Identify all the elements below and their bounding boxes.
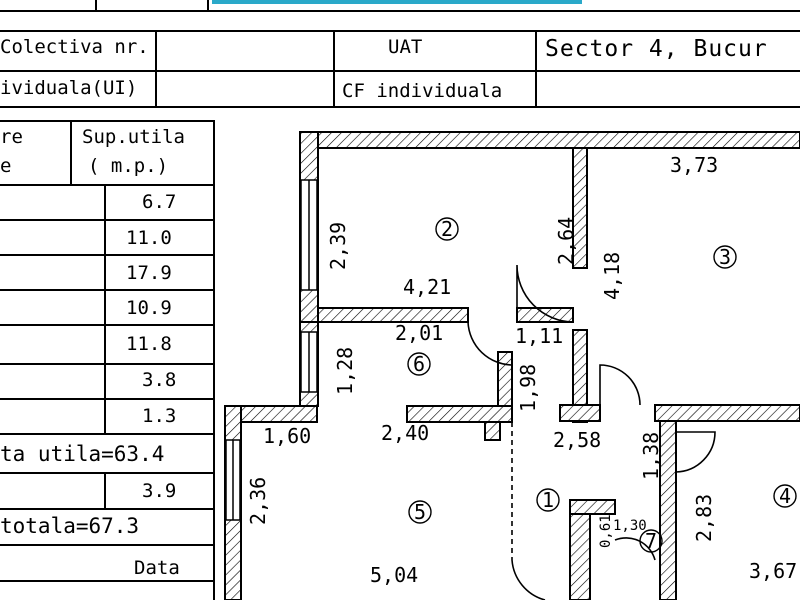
colectiva-label: Colectiva nr. — [0, 36, 149, 58]
uat-label: UAT — [388, 36, 423, 58]
table-value: 11.8 — [126, 333, 172, 355]
dimensions: 4,21 2,39 2,64 3,73 4,18 1,11 2,01 1,28 … — [246, 153, 797, 587]
dim-r5-bottom: 5,04 — [370, 563, 418, 587]
table-value: 1.3 — [142, 405, 177, 427]
room-numbers: 2 3 6 5 1 4 7 — [407, 217, 797, 553]
area-table — [0, 120, 215, 600]
table-value: 11.0 — [126, 227, 172, 249]
window-marks — [225, 179, 318, 521]
table-value: 6.7 — [142, 191, 177, 213]
dim-r4-left: 2,83 — [692, 494, 716, 542]
col2-header-2: ( m.p.) — [88, 155, 169, 177]
header-row-2 — [0, 70, 800, 108]
room-number-6: 6 — [413, 352, 425, 376]
room-number-2: 2 — [441, 217, 453, 241]
dim-r5-left-top: 1,60 — [263, 424, 311, 448]
total-utila: ta utila=63.4 — [0, 442, 165, 466]
dim-r5-top: 2,40 — [381, 421, 429, 445]
dim-r5-left: 2,36 — [246, 477, 270, 525]
header-row-1 — [0, 30, 800, 72]
dim-r2-right: 2,64 — [554, 217, 578, 265]
data-label: Data — [134, 557, 180, 579]
floor-plan: 2 3 6 5 1 4 7 4,21 2,39 2,64 3,73 4,18 1… — [224, 131, 800, 600]
dim-r1-width: 2,58 — [553, 428, 601, 452]
table-value: 17.9 — [126, 262, 172, 284]
table-value: 3.8 — [142, 369, 177, 391]
col2-header-1: Sup.utila — [82, 126, 185, 148]
dim-r2-width: 4,21 — [403, 275, 451, 299]
total-totala: totala=67.3 — [0, 514, 140, 538]
dim-r7-a: 0,61 — [598, 514, 614, 548]
room-number-1: 1 — [542, 488, 554, 512]
dim-corridor: 1,98 — [516, 364, 540, 412]
room-number-7: 7 — [645, 529, 657, 553]
dim-r3-top: 3,73 — [670, 153, 718, 177]
dim-r6-width: 2,01 — [395, 321, 443, 345]
dim-r4-bottom: 3,67 — [749, 559, 797, 583]
room-number-5: 5 — [414, 500, 426, 524]
table-value: 10.9 — [126, 297, 172, 319]
col1-header-2: e — [0, 155, 12, 177]
cf-label: CF individuala — [342, 80, 503, 102]
col1-header-1: re — [0, 126, 23, 148]
room-number-4: 4 — [779, 484, 791, 508]
header-top-strip — [0, 0, 800, 12]
dim-r6-height: 1,28 — [333, 347, 357, 395]
doors — [467, 264, 716, 600]
room-number-3: 3 — [719, 245, 731, 269]
uat-value: Sector 4, Bucur — [545, 36, 768, 62]
extra-value: 3.9 — [142, 480, 177, 502]
dim-r7-b: 1,30 — [613, 518, 647, 534]
dim-door-1: 1,11 — [515, 324, 563, 348]
ui-label: ividuala(UI) — [0, 77, 138, 99]
dim-r3-left: 4,18 — [600, 252, 624, 300]
dim-r1-h: 1,38 — [639, 432, 663, 480]
dim-r2-height: 2,39 — [326, 222, 350, 270]
